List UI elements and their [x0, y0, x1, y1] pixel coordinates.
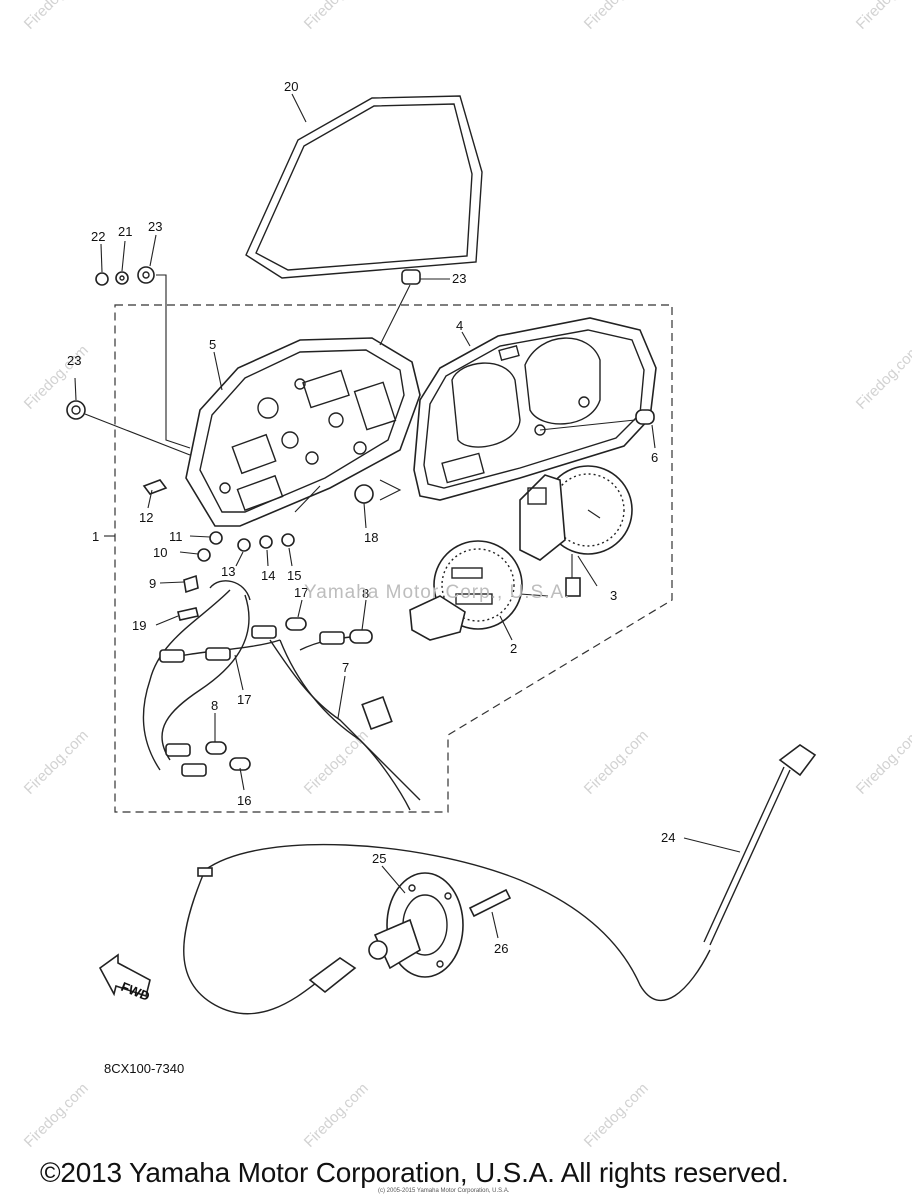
callouts: 20 22 21 23 23 23 4 5 6 12 18 1 11 10 13…	[67, 79, 675, 956]
diagram-code: 8CX100-7340	[104, 1061, 185, 1076]
fine-print: (c) 2005-2015 Yamaha Motor Corporation, …	[378, 1188, 510, 1194]
callout-18: 18	[364, 530, 378, 545]
speedometer-cable	[183, 744, 817, 1015]
callout-25: 25	[372, 851, 386, 866]
watermark: Firedog.com	[581, 1080, 652, 1151]
watermark: Firedog.com	[21, 0, 92, 33]
gear-unit	[368, 872, 464, 978]
watermark: Firedog.com	[581, 0, 652, 33]
callout-20: 20	[284, 79, 298, 94]
gauge-assembly	[519, 465, 633, 597]
callout-22: 22	[91, 229, 105, 244]
callout-23: 23	[452, 271, 466, 286]
wire-harness	[142, 589, 421, 811]
callout-13: 13	[221, 564, 235, 579]
speedometer	[409, 540, 549, 641]
watermark: Firedog.com	[581, 727, 652, 798]
callout-14: 14	[261, 568, 275, 583]
callout-23: 23	[148, 219, 162, 234]
bulbs	[205, 617, 373, 771]
watermark: Firedog.com	[853, 342, 912, 413]
watermark: Firedog.com	[301, 0, 372, 33]
watermark: Firedog.com	[21, 1080, 92, 1151]
callout-15: 15	[287, 568, 301, 583]
callout-21: 21	[118, 224, 132, 239]
callout-26: 26	[494, 941, 508, 956]
callout-12: 12	[139, 510, 153, 525]
watermark: Firedog.com	[21, 727, 92, 798]
meter-cover	[413, 317, 657, 501]
dealer-watermark: Yamaha Motor Corp., U.S.A.	[304, 582, 571, 603]
callout-6: 6	[651, 450, 658, 465]
callout-7: 7	[342, 660, 349, 675]
callout-17: 17	[294, 585, 308, 600]
callout-4: 4	[456, 318, 463, 333]
callout-17: 17	[237, 692, 251, 707]
leader-lines	[74, 93, 741, 939]
drive-pin	[468, 888, 512, 918]
callout-16: 16	[237, 793, 251, 808]
watermark: Firedog.com	[301, 727, 372, 798]
hardware	[66, 266, 655, 621]
callout-11: 11	[169, 529, 183, 544]
callout-9: 9	[149, 576, 156, 591]
callout-1: 1	[92, 529, 99, 544]
callout-2: 2	[510, 641, 517, 656]
callout-8: 8	[211, 698, 218, 713]
callout-5: 5	[209, 337, 216, 352]
watermark: Firedog.com	[853, 727, 912, 798]
callout-19: 19	[132, 618, 146, 633]
copyright-notice: ©2013 Yamaha Motor Corporation, U.S.A. A…	[40, 1157, 789, 1188]
callout-3: 3	[610, 588, 617, 603]
callout-23: 23	[67, 353, 81, 368]
callout-8: 8	[362, 586, 369, 601]
callout-10: 10	[153, 545, 167, 560]
lens-gasket	[245, 95, 483, 279]
fwd-arrow: FWD	[98, 953, 152, 1004]
watermark: Firedog.com	[301, 1080, 372, 1151]
assembly-boundary	[114, 304, 673, 813]
meter-case	[185, 337, 421, 527]
watermark: Firedog.com	[853, 0, 912, 33]
callout-24: 24	[661, 830, 675, 845]
